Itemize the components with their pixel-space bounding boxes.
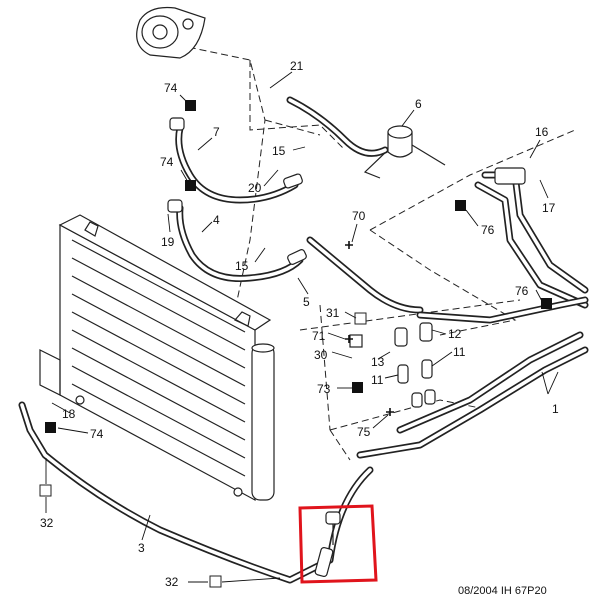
callout-74: 74 — [160, 155, 174, 169]
leader-lines — [45, 71, 559, 583]
callout-21: 21 — [290, 59, 304, 73]
callout-74: 74 — [90, 427, 104, 441]
callout-76: 76 — [515, 284, 529, 298]
callout-16: 16 — [535, 125, 549, 139]
callout-76: 76 — [481, 223, 495, 237]
callout-20: 20 — [248, 181, 262, 195]
callout-11: 11 — [371, 373, 384, 387]
callout-74: 74 — [164, 81, 178, 95]
cross-markers — [345, 241, 394, 416]
receiver-dryer — [363, 125, 446, 179]
callout-32: 32 — [165, 575, 179, 589]
callout-17: 17 — [542, 201, 556, 215]
open-square-markers — [39, 312, 367, 588]
hose-4 — [167, 199, 307, 283]
callout-73: 73 — [317, 382, 331, 396]
callout-15: 15 — [235, 259, 249, 273]
callout-18: 18 — [62, 407, 76, 421]
callout-3: 3 — [138, 541, 145, 555]
footer-reference: 08/2004 IH 67P20 — [458, 585, 547, 597]
callout-70: 70 — [352, 209, 366, 223]
callout-15: 15 — [272, 144, 286, 158]
callout-labels: 21 74 7 6 16 74 15 20 17 70 76 19 4 15 5… — [40, 59, 559, 589]
callout-5: 5 — [303, 295, 310, 309]
callout-32: 32 — [40, 516, 54, 530]
condenser — [39, 214, 275, 502]
highlight-box — [298, 504, 378, 584]
callout-19: 19 — [161, 235, 175, 249]
callout-4: 4 — [213, 213, 220, 227]
callout-13: 13 — [371, 355, 385, 369]
torque-markers — [45, 100, 552, 433]
assembly-outline — [177, 44, 576, 461]
callout-7: 7 — [213, 125, 220, 139]
highlighted-fitting — [314, 511, 341, 578]
callout-75: 75 — [357, 425, 371, 439]
line-3 — [18, 401, 374, 584]
service-valves — [349, 322, 436, 408]
callout-12: 12 — [448, 327, 462, 341]
callout-31: 31 — [326, 306, 340, 320]
compressor — [136, 6, 206, 59]
compressor-line — [286, 96, 389, 157]
callout-71: 71 — [312, 329, 326, 343]
pipe-bundle-1 — [356, 167, 589, 459]
hose-5 — [306, 236, 424, 314]
callout-6: 6 — [415, 97, 422, 111]
callout-11: 11 — [453, 345, 466, 359]
hose-7 — [169, 117, 303, 204]
callout-30: 30 — [314, 348, 328, 362]
callout-1: 1 — [552, 402, 559, 416]
